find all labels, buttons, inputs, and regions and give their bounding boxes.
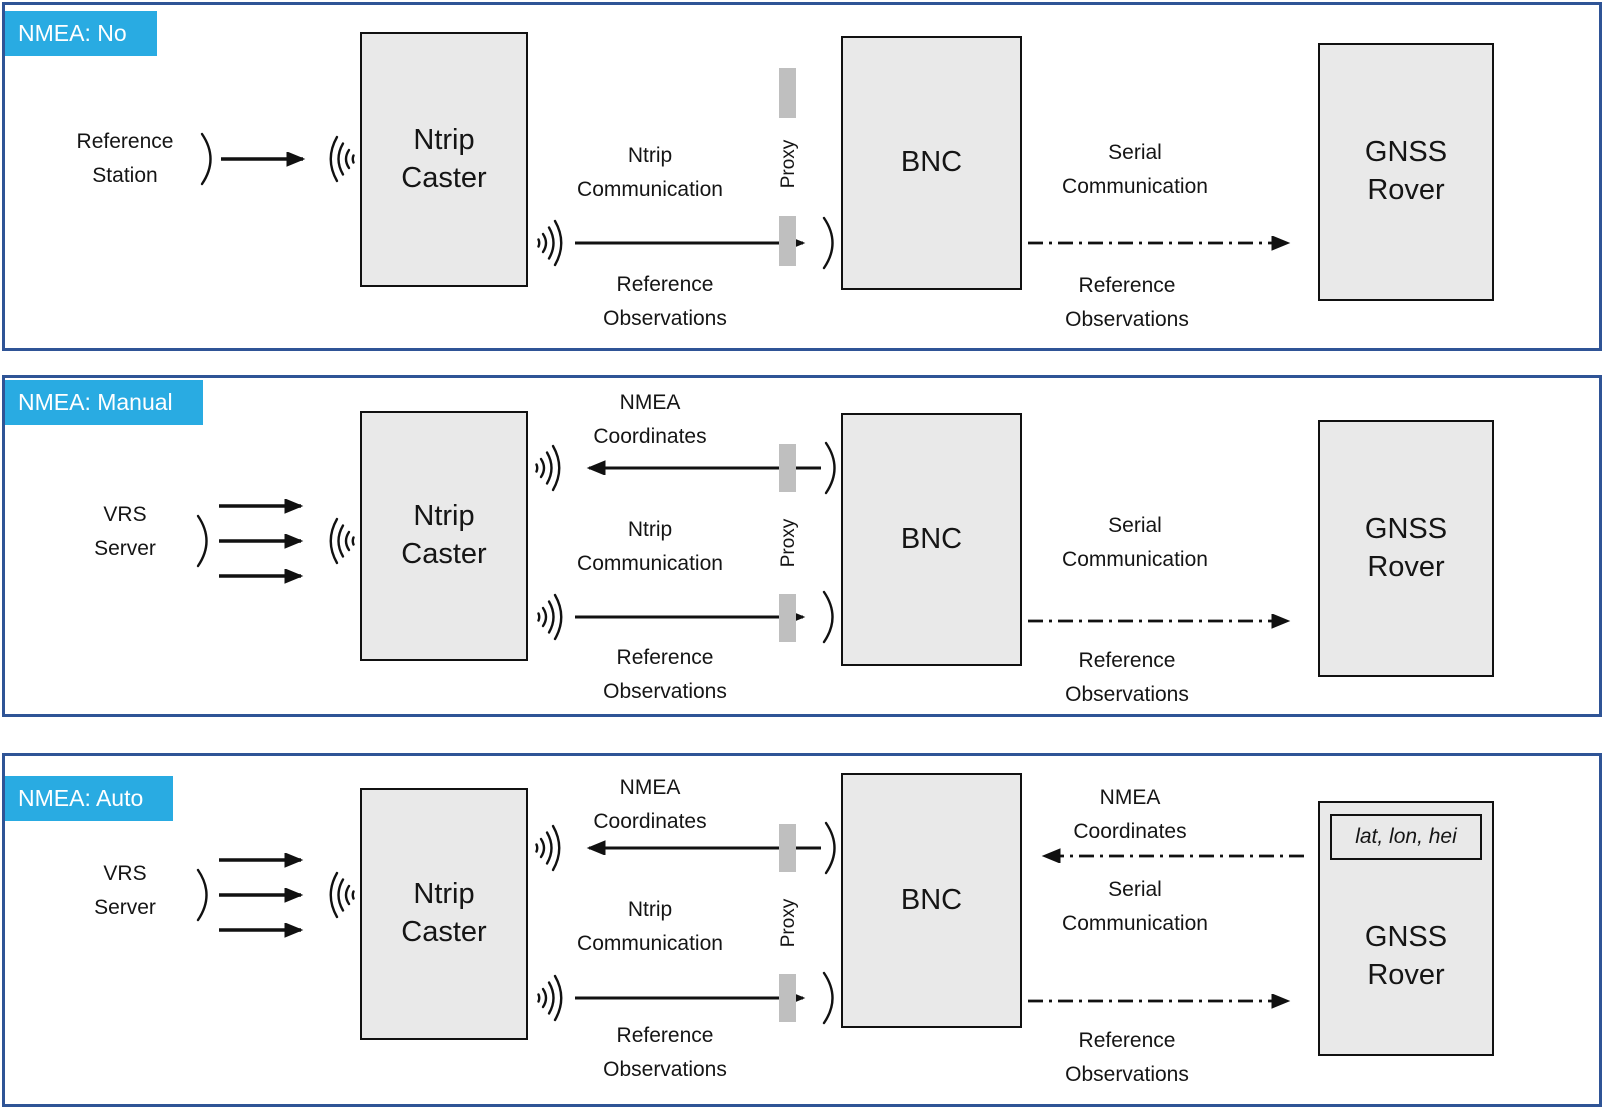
solid-arrow: [221, 151, 319, 167]
panel-nmea-manual: NMEA: Manual VRS Server Ntrip Caster NME…: [2, 375, 1602, 717]
bnc-box: BNC: [841, 36, 1022, 290]
reference-observations-label: Reference Observations: [603, 273, 727, 330]
radio-receive-icon: [329, 871, 355, 919]
nmea-coordinates-label: NMEA Coordinates: [593, 391, 707, 448]
bnc-box: BNC: [841, 413, 1022, 666]
proxy-label: Proxy: [778, 898, 799, 948]
radio-receive-icon: [329, 135, 355, 183]
proxy-bar-segment: [779, 68, 796, 118]
reference-observations-label: Reference Observations: [1065, 649, 1189, 706]
serial-communication-label: Serial Communication: [1062, 514, 1208, 571]
proxy-bar-segment: [779, 216, 796, 266]
gnss-rover-label: GNSS Rover: [1364, 921, 1448, 991]
source-label: Reference Station: [76, 130, 174, 187]
nmea-coordinates-label: NMEA Coordinates: [593, 776, 707, 833]
transmit-arc-icon: [824, 441, 836, 495]
ntrip-caster-box: Ntrip Caster: [360, 788, 528, 1040]
ntrip-communication-label: Ntrip Communication: [577, 144, 723, 201]
vrs-stream-arrow: [219, 498, 317, 514]
radio-emit-icon: [535, 444, 561, 492]
panel-nmea-auto: NMEA: Auto VRS Server Ntrip Caster NMEA …: [2, 753, 1602, 1107]
ntrip-caster-box: Ntrip Caster: [360, 32, 528, 287]
rover-coordinates-box: lat, lon, hei: [1330, 814, 1482, 860]
transmit-arc-icon: [196, 514, 208, 568]
ntrip-communication-label: Ntrip Communication: [577, 518, 723, 575]
transmit-arc-icon: [196, 868, 208, 922]
vrs-stream-arrow: [219, 922, 317, 938]
radio-emit-icon: [537, 974, 563, 1022]
reference-observations-label: Reference Observations: [1065, 274, 1189, 331]
bnc-box: BNC: [841, 773, 1022, 1028]
serial-communication-label: Serial Communication: [1062, 878, 1208, 935]
reference-observations-label: Reference Observations: [1065, 1029, 1189, 1086]
proxy-bar-segment: [779, 444, 796, 492]
radio-emit-icon: [537, 593, 563, 641]
proxy-bar-segment: [779, 824, 796, 872]
reference-observations-label: Reference Observations: [603, 646, 727, 703]
proxy-label: Proxy: [778, 139, 799, 189]
vrs-stream-arrow: [219, 533, 317, 549]
proxy-label: Proxy: [778, 518, 799, 568]
nmea-mode-badge: NMEA: Manual: [5, 380, 203, 425]
ntrip-communication-label: Ntrip Communication: [577, 898, 723, 955]
vrs-stream-arrow: [219, 852, 317, 868]
vrs-stream-arrow: [219, 887, 317, 903]
vrs-stream-arrow: [219, 568, 317, 584]
transmit-arc-icon: [200, 132, 212, 186]
source-label: VRS Server: [94, 503, 156, 560]
solid-arrow: [575, 609, 821, 625]
transmit-arc-icon: [822, 590, 834, 644]
gnss-rover-box: GNSS Rover: [1318, 420, 1494, 677]
solid-arrow: [575, 990, 821, 1006]
radio-emit-icon: [535, 824, 561, 872]
ntrip-caster-box: Ntrip Caster: [360, 411, 528, 661]
serial-communication-label: Serial Communication: [1062, 141, 1208, 198]
transmit-arc-icon: [822, 971, 834, 1025]
nmea-mode-badge: NMEA: Auto: [5, 776, 174, 821]
dashdot-arrow: [1028, 993, 1306, 1009]
gnss-rover-box: GNSS Rover: [1318, 43, 1494, 301]
transmit-arc-icon: [824, 821, 836, 875]
reference-observations-label: Reference Observations: [603, 1024, 727, 1081]
radio-receive-icon: [329, 517, 355, 565]
proxy-bar-segment: [779, 974, 796, 1022]
gnss-rover-box: lat, lon, hei GNSS Rover: [1318, 801, 1494, 1056]
radio-emit-icon: [537, 219, 563, 267]
nmea-mode-badge: NMEA: No: [5, 11, 157, 56]
transmit-arc-icon: [822, 216, 834, 270]
panel-nmea-no: NMEA: No Reference Station Ntrip Caster …: [2, 2, 1602, 351]
source-label: VRS Server: [94, 862, 156, 919]
dashdot-arrow: [1028, 235, 1306, 251]
solid-arrow: [575, 235, 821, 251]
dashdot-arrow-left: [1026, 848, 1304, 864]
proxy-bar-segment: [779, 594, 796, 642]
nmea-coordinates-label: NMEA Coordinates: [1073, 786, 1187, 843]
dashdot-arrow: [1028, 613, 1306, 629]
